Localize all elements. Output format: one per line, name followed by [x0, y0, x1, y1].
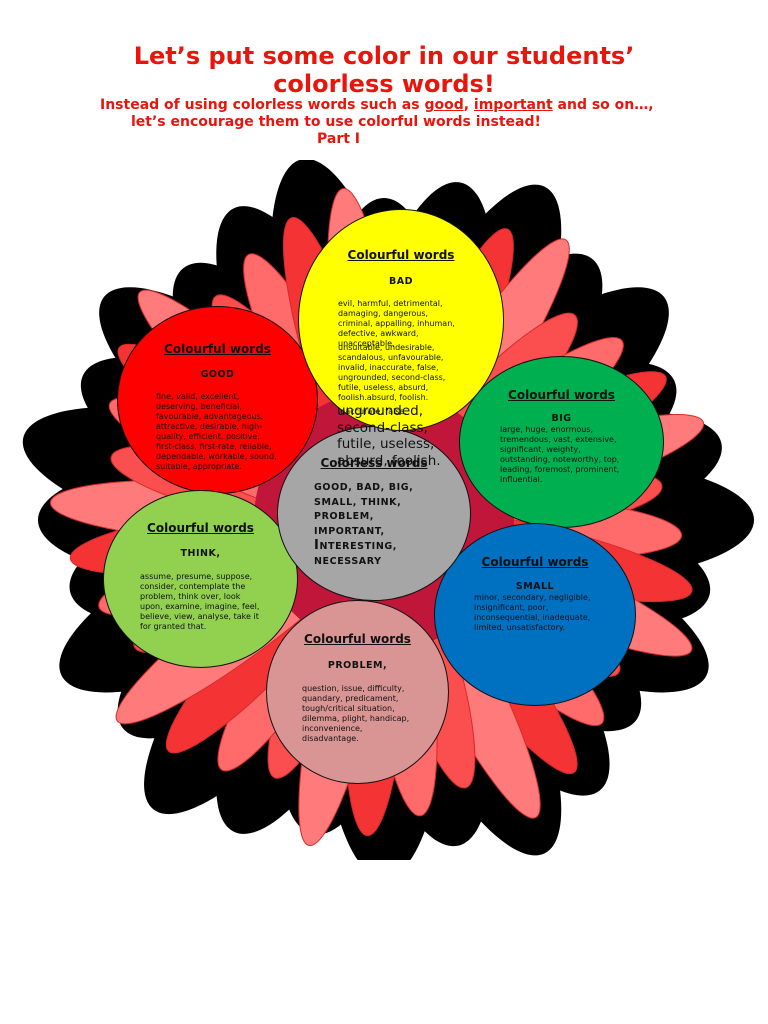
circle-think: Colourful words THINK, assume, presume, … [103, 490, 298, 668]
title-line-2: colorless words! [273, 70, 495, 98]
big-heading: Colourful words [508, 388, 615, 402]
subtitle-line-2: let’s encourage them to use colorful wor… [131, 114, 541, 130]
circle-bad: Colourful words BAD evil, harmful, detri… [298, 209, 504, 431]
colorless-word-list: GOOD, BAD, BIG, SMALL, THINK, PROBLEM, I… [314, 481, 464, 569]
small-text: minor, secondary, negligible, insignific… [474, 593, 591, 632]
bad-overflow-text: ungrounded, second-class, futile, useles… [337, 403, 441, 469]
circle-small: Colourful words SMALL minor, secondary, … [434, 523, 636, 706]
subtitle-line-1: Instead of using colorless words such as… [100, 97, 654, 113]
think-heading: Colourful words [147, 521, 254, 535]
center-line-5: INTERESTING, [314, 538, 464, 555]
problem-key: PROBLEM, [327, 660, 388, 671]
center-line-3: PROBLEM, [314, 511, 375, 522]
bad-key: BAD [389, 276, 413, 287]
bad-heading: Colourful words [347, 248, 455, 262]
circle-good: Colourful words GOOD fine, valid, excell… [117, 306, 318, 494]
think-key: THINK, [180, 548, 221, 559]
part-label: Part I [317, 131, 361, 147]
problem-heading: Colourful words [304, 632, 411, 646]
center-heading: Colorless words [320, 456, 428, 470]
subtitle-text-b: and so on…, [552, 97, 654, 113]
small-key: SMALL [515, 581, 555, 592]
bad-text-1: evil, harmful, detrimental, damaging, da… [338, 299, 455, 348]
bad-text-3: inaccurate, false, [338, 407, 407, 416]
center-line-1: GOOD, BAD, BIG, [314, 482, 414, 493]
center-line-6: NECESSARY [314, 555, 382, 567]
good-text: fine, valid, excellent, deserving, benef… [156, 392, 277, 471]
good-heading: Colourful words [164, 342, 271, 356]
center-line-2: SMALL, THINK, [314, 496, 402, 508]
small-heading: Colourful words [481, 555, 589, 569]
center-line-5-initial: I [314, 538, 320, 553]
circle-problem: Colourful words PROBLEM, question, issue… [266, 600, 449, 784]
subtitle-text-a: Instead of using colorless words such as [100, 97, 425, 113]
good-key: GOOD [200, 369, 235, 380]
page-title: Let’s put some color in our students’ co… [0, 42, 768, 98]
word-good: good [424, 97, 464, 113]
big-text: large, huge, enormous, tremendous, vast,… [500, 425, 620, 484]
problem-text: question, issue, difficulty, quandary, p… [302, 684, 410, 743]
subtitle-comma: , [463, 97, 474, 113]
think-text: assume, presume, suppose, consider, cont… [140, 572, 260, 631]
center-line-4: IMPORTANT, [314, 525, 385, 537]
title-line-1: Let’s put some color in our students’ [133, 42, 635, 70]
circle-big: Colourful words BIG large, huge, enormou… [459, 356, 664, 528]
word-important: important [473, 97, 553, 113]
bad-text-2: unsuitable, undesirable, scandalous, unf… [338, 343, 446, 402]
big-key: BIG [551, 413, 572, 424]
center-line-5-rest: NTERESTING, [319, 541, 397, 552]
